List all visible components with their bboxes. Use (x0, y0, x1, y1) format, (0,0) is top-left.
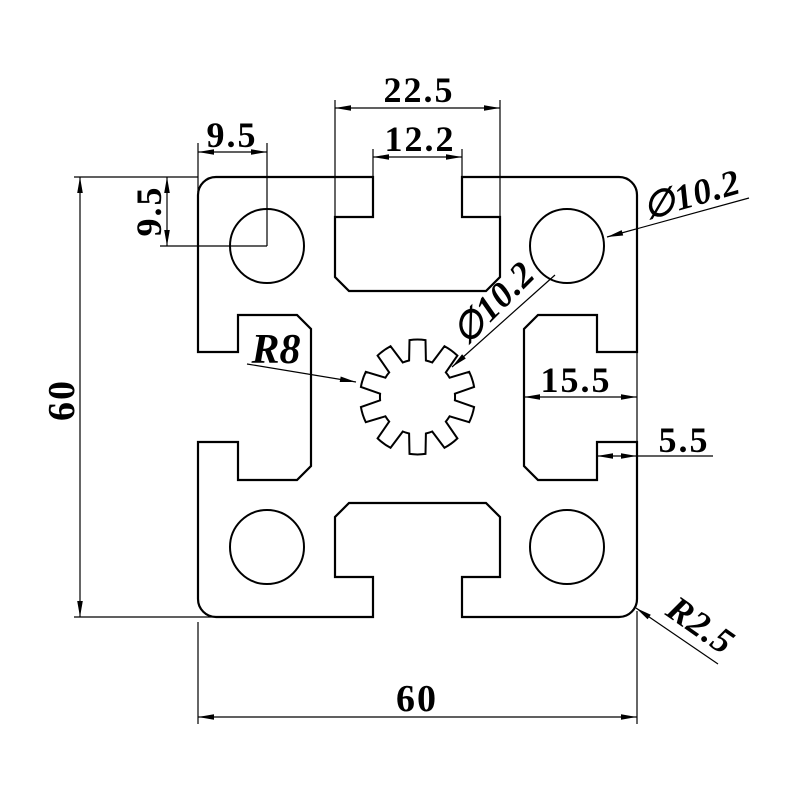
arrowheads (77, 105, 651, 720)
label-center-hole-diameter: ∅10.2 (444, 253, 543, 352)
leader-lines (246, 197, 750, 665)
corner-hole-top-right (529, 208, 605, 284)
label-corner-radius: R2.5 (659, 587, 743, 662)
corner-hole-bottom-right (529, 509, 605, 585)
dim-overall-width: 60 (396, 678, 438, 720)
label-corner-hole-diameter: ∅10.2 (638, 162, 745, 228)
dim-hole-offset-horizontal: 9.5 (207, 115, 258, 155)
dim-overall-height: 60 (41, 379, 83, 421)
dimension-lines (79, 107, 713, 718)
dim-slot-pocket-depth: 15.5 (541, 360, 612, 400)
dim-top-slot-width: 22.5 (384, 70, 455, 110)
profile-outline (196, 175, 639, 619)
corner-hole-bottom-left (229, 509, 305, 585)
label-center-boss-radius: R8 (250, 327, 300, 373)
dim-top-slot-opening: 12.2 (385, 119, 456, 159)
center-gear-hole (359, 338, 476, 456)
dim-hole-offset-vertical: 9.5 (129, 186, 169, 237)
extension-lines (74, 100, 638, 724)
dim-slot-lip-depth: 5.5 (659, 420, 710, 460)
